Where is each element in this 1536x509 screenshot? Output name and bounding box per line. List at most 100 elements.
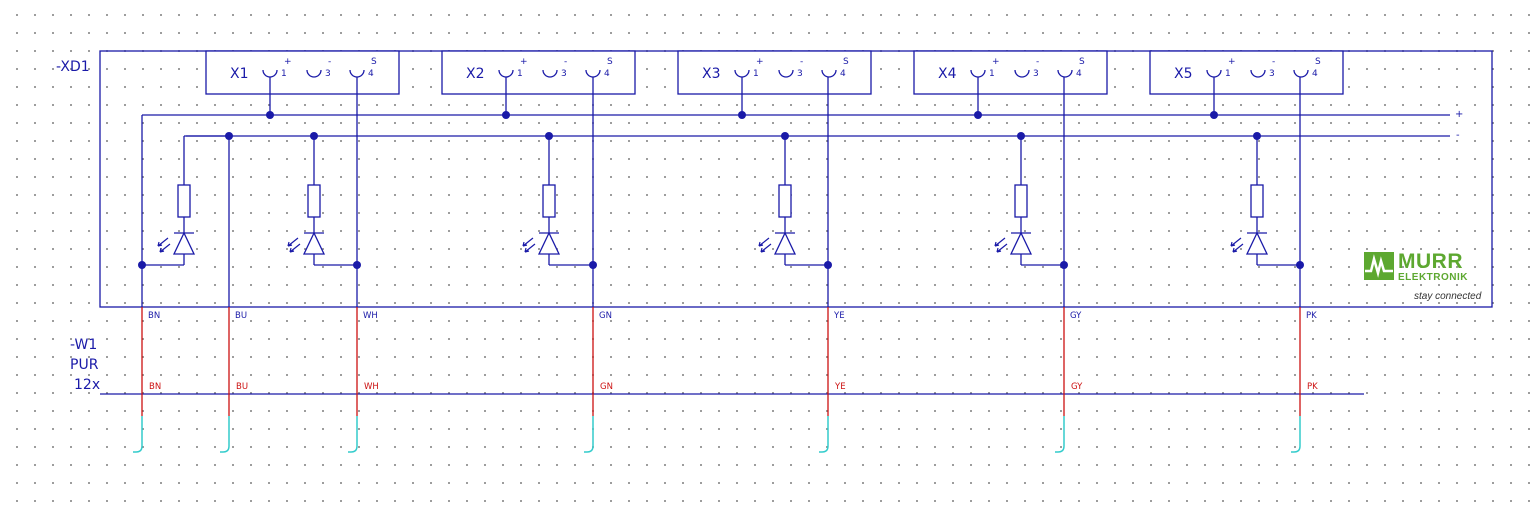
led-diode-icon [773, 231, 797, 255]
plus-junction [266, 111, 274, 119]
wire-color-label: WH [363, 311, 378, 321]
wire-color-label: GY [1070, 311, 1082, 321]
pin-number: 4 [840, 69, 846, 79]
resistor-icon [177, 184, 191, 218]
socket-contact-icon [306, 69, 322, 78]
pin-symbol: - [800, 57, 804, 67]
pin-symbol: S [1079, 57, 1085, 67]
pin-symbol: + [756, 57, 764, 67]
wire-color-label: PK [1306, 311, 1317, 321]
connector-label: X1 [230, 66, 249, 82]
pin-symbol: - [564, 57, 568, 67]
minus-junction [781, 132, 789, 140]
rail-minus-label: - [1456, 130, 1460, 141]
pin-symbol: S [371, 57, 377, 67]
brand-name: MURR [1398, 250, 1463, 273]
pin-symbol: - [1272, 57, 1276, 67]
pin-symbol: + [284, 57, 292, 67]
socket-contact-icon [821, 69, 837, 78]
wire-end-icon [220, 416, 230, 453]
led-light-arrow-icon [157, 237, 171, 253]
connector-box-x3 [677, 50, 872, 95]
cable-core-label: BU [236, 382, 249, 392]
plus-junction [1210, 111, 1218, 119]
connector-box-x2 [441, 50, 636, 95]
led-light-arrow-icon [994, 237, 1008, 253]
pin-number: 3 [325, 69, 331, 79]
pin-number: 3 [1033, 69, 1039, 79]
pin-number: 4 [604, 69, 610, 79]
connector-label: X2 [466, 66, 485, 82]
cable-core-label: YE [835, 382, 846, 392]
device-tag: -XD1 [56, 59, 90, 75]
signal-junction [138, 261, 146, 269]
minus-junction [545, 132, 553, 140]
pin-number: 1 [989, 69, 995, 79]
plus-junction [502, 111, 510, 119]
pin-number: 1 [281, 69, 287, 79]
socket-contact-icon [542, 69, 558, 78]
plus-junction [974, 111, 982, 119]
cable-core-label: BN [149, 382, 162, 392]
pin-number: 4 [368, 69, 374, 79]
cable-core-label: GN [600, 382, 613, 392]
pin-number: 1 [753, 69, 759, 79]
cable-tag: -W1 [70, 337, 98, 353]
rail-plus-label: + [1455, 109, 1464, 120]
wire-color-label: GN [599, 311, 612, 321]
led-diode-icon [1245, 231, 1269, 255]
pin-symbol: + [1228, 57, 1236, 67]
wire-color-label: BN [148, 311, 161, 321]
pin-number: 4 [1076, 69, 1082, 79]
socket-contact-icon [1057, 69, 1073, 78]
brand-sub: ELEKTRONIK [1398, 272, 1468, 283]
pin-number: 4 [1312, 69, 1318, 79]
led-diode-icon [302, 231, 326, 255]
cable-core-label: GY [1071, 382, 1083, 392]
cable-cores: 12x [74, 377, 101, 393]
pin-number: 1 [1225, 69, 1231, 79]
wire-end-icon [348, 416, 358, 453]
wire-color-label: BU [235, 311, 248, 321]
led-light-arrow-icon [522, 237, 536, 253]
wire-end-icon [133, 416, 143, 453]
led-diode-icon [1009, 231, 1033, 255]
led-light-arrow-icon [1230, 237, 1244, 253]
connector-label: X3 [702, 66, 721, 82]
minus-junction [310, 132, 318, 140]
pin-symbol: S [1315, 57, 1321, 67]
pin-symbol: + [992, 57, 1000, 67]
socket-contact-icon [1293, 69, 1309, 78]
pin-symbol: - [328, 57, 332, 67]
wire-end-icon [584, 416, 594, 453]
wire-end-icon [819, 416, 829, 453]
brand-tagline: stay connected [1414, 291, 1482, 302]
minus-junction [1017, 132, 1025, 140]
resistor-icon [1250, 184, 1264, 218]
resistor-icon [1014, 184, 1028, 218]
wire-end-icon [1291, 416, 1301, 453]
connector-label: X4 [938, 66, 957, 82]
pin-symbol: - [1036, 57, 1040, 67]
connector-box-x5 [1149, 50, 1344, 95]
plus-junction [738, 111, 746, 119]
pin-number: 3 [797, 69, 803, 79]
led-diode-icon [172, 231, 196, 255]
resistor-icon [307, 184, 321, 218]
pin-symbol: S [607, 57, 613, 67]
wire-color-label: YE [834, 311, 845, 321]
pin-symbol: + [520, 57, 528, 67]
socket-contact-icon [1250, 69, 1266, 78]
connector-label: X5 [1174, 66, 1193, 82]
cable-core-label: PK [1307, 382, 1318, 392]
connector-box-x4 [913, 50, 1108, 95]
pin-number: 3 [1269, 69, 1275, 79]
resistor-icon [778, 184, 792, 218]
cable-core-label: WH [364, 382, 379, 392]
led-light-arrow-icon [758, 237, 772, 253]
connector-box-x1 [205, 50, 400, 95]
pin-number: 1 [517, 69, 523, 79]
led-diode-icon [537, 231, 561, 255]
